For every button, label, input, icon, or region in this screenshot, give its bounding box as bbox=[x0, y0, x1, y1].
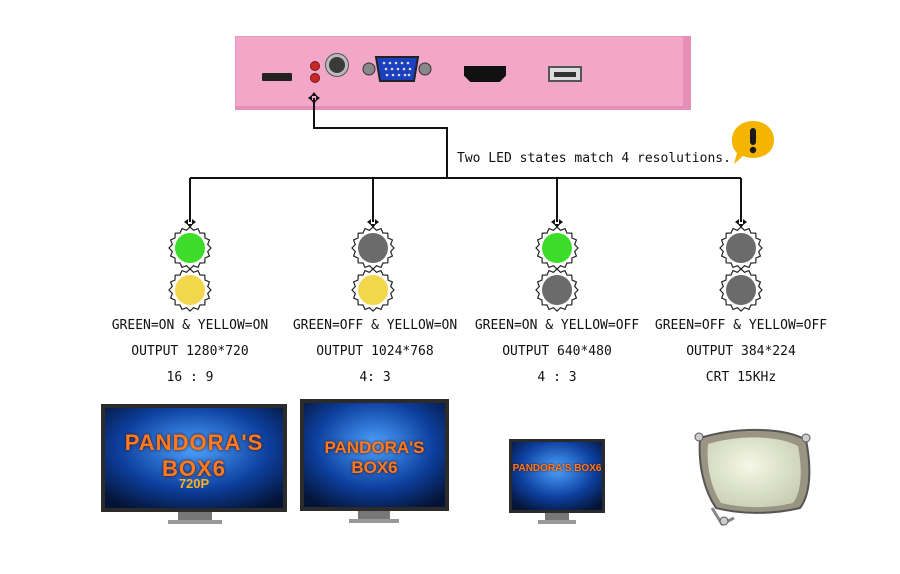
led-4-top-gray bbox=[719, 226, 763, 270]
mode-4-led-state: GREEN=OFF & YELLOW=OFF bbox=[654, 318, 828, 333]
led-3-top-green bbox=[535, 226, 579, 270]
mode-4-output: OUTPUT 384*224 bbox=[686, 344, 796, 359]
led-resolution-note: Two LED states match 4 resolutions. bbox=[457, 151, 731, 166]
crt-tube bbox=[694, 428, 811, 526]
wide-monitor bbox=[101, 404, 287, 524]
mode-2-led-state: GREEN=OFF & YELLOW=ON bbox=[292, 318, 458, 333]
vga-port bbox=[362, 54, 432, 84]
sd-slot bbox=[262, 73, 292, 81]
screen-logo-1: PANDORA'S BOX6 bbox=[124, 430, 264, 481]
mode-3-output: OUTPUT 640*480 bbox=[502, 344, 612, 359]
hdmi-port bbox=[464, 66, 506, 82]
mode-1-led-state: GREEN=ON & YELLOW=ON bbox=[111, 318, 269, 333]
mode-2-output: OUTPUT 1024*768 bbox=[316, 344, 434, 359]
screen-badge-720p: 720P bbox=[178, 476, 210, 491]
led-2-top-gray bbox=[351, 226, 395, 270]
led-1-top-green bbox=[168, 226, 212, 270]
exclamation-speech-bubble-icon bbox=[728, 118, 778, 168]
mode-4-aspect: CRT 15KHz bbox=[705, 370, 777, 385]
led-2-bottom-yellow bbox=[351, 268, 395, 312]
mode-3-led-state: GREEN=ON & YELLOW=OFF bbox=[474, 318, 640, 333]
device-side-edge bbox=[683, 36, 691, 110]
mode-3-aspect: 4 : 3 bbox=[537, 370, 577, 385]
led-4-bottom-gray bbox=[719, 268, 763, 312]
screen-logo-3: PANDORA'S BOX6 bbox=[512, 463, 602, 474]
status-led-bottom bbox=[311, 74, 319, 82]
mode-1-output: OUTPUT 1280*720 bbox=[131, 344, 249, 359]
led-3-bottom-gray bbox=[535, 268, 579, 312]
usb-port bbox=[548, 66, 582, 82]
screen-logo-2: PANDORA'S BOX6 bbox=[324, 438, 425, 477]
mode-2-aspect: 4: 3 bbox=[359, 370, 391, 385]
status-led-top bbox=[311, 62, 319, 70]
audio-jack bbox=[329, 57, 345, 73]
led-1-bottom-yellow bbox=[168, 268, 212, 312]
monitor bbox=[300, 399, 449, 523]
small-monitor bbox=[509, 439, 605, 524]
mode-1-aspect: 16 : 9 bbox=[166, 370, 214, 385]
